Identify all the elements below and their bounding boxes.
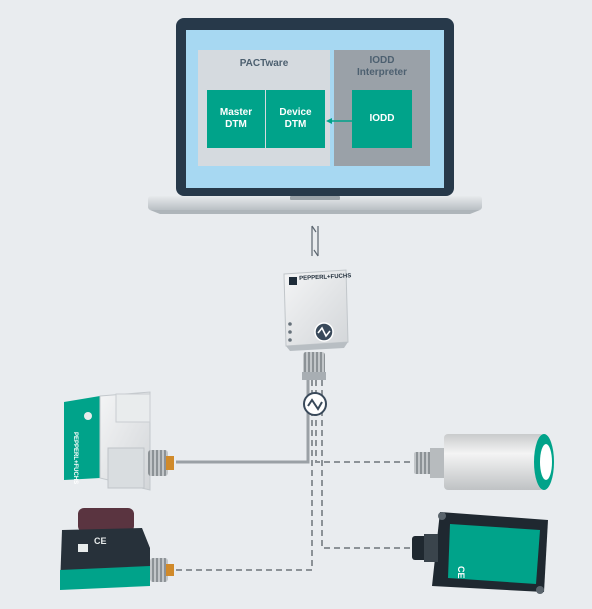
cable-solid <box>176 380 310 464</box>
block-sensor-connector <box>148 450 168 476</box>
photo-sensor-connector <box>150 558 168 582</box>
ce-mark-photo: CE <box>94 536 107 546</box>
cables <box>176 380 412 571</box>
sensor-brand-label: PEPPERL+FUCHS <box>72 432 78 485</box>
iodd-to-dtm-arrowhead <box>326 118 332 124</box>
laptop-base <box>148 196 482 210</box>
block-sensor-led <box>84 412 92 420</box>
square-sensor-mount <box>536 586 544 594</box>
square-sensor <box>412 512 548 594</box>
cyl-connector <box>414 452 432 474</box>
laptop-notch <box>290 196 340 200</box>
master-connector <box>303 352 325 376</box>
cable-dashed-square <box>321 380 412 549</box>
pactware-label: PACTware <box>239 58 289 69</box>
status-led <box>288 330 292 334</box>
master-dtm-label: Master DTM <box>207 107 265 131</box>
iodd-interpreter-line1: IODD <box>369 55 395 66</box>
cable-dashed-cylinder <box>315 380 412 463</box>
iodd-interpreter-line2: Interpreter <box>356 67 407 78</box>
iodd-interpreter-label: IODD Interpreter <box>334 55 430 79</box>
io-link-master <box>283 269 349 380</box>
cylindrical-sensor <box>414 434 554 490</box>
master-brand-tag <box>289 277 297 285</box>
square-sensor-mount <box>438 512 446 520</box>
photo-lens <box>78 508 134 532</box>
io-link-icon <box>303 392 327 416</box>
status-led <box>288 338 292 342</box>
master-dtm-box <box>207 90 265 148</box>
cable-dashed-photo <box>176 380 313 571</box>
photoelectric-sensor <box>60 508 174 590</box>
ce-mark-square: CE <box>456 566 466 579</box>
cyl-body <box>444 434 544 490</box>
bidirectional-arrow-icon <box>311 225 319 257</box>
square-sensor-face <box>448 524 540 584</box>
iodd-label: IODD <box>369 113 395 124</box>
master-dtm-line2: DTM <box>225 119 247 130</box>
master-dtm-line1: Master <box>219 107 253 118</box>
device-dtm-label: Device DTM <box>266 107 325 131</box>
laptop-base-shadow <box>150 210 480 214</box>
block-sensor <box>64 391 174 491</box>
status-led <box>288 322 292 326</box>
device-dtm-line2: DTM <box>284 119 307 130</box>
iodd-box <box>352 90 412 148</box>
device-dtm-box <box>266 90 325 148</box>
device-dtm-line1: Device <box>279 107 312 118</box>
